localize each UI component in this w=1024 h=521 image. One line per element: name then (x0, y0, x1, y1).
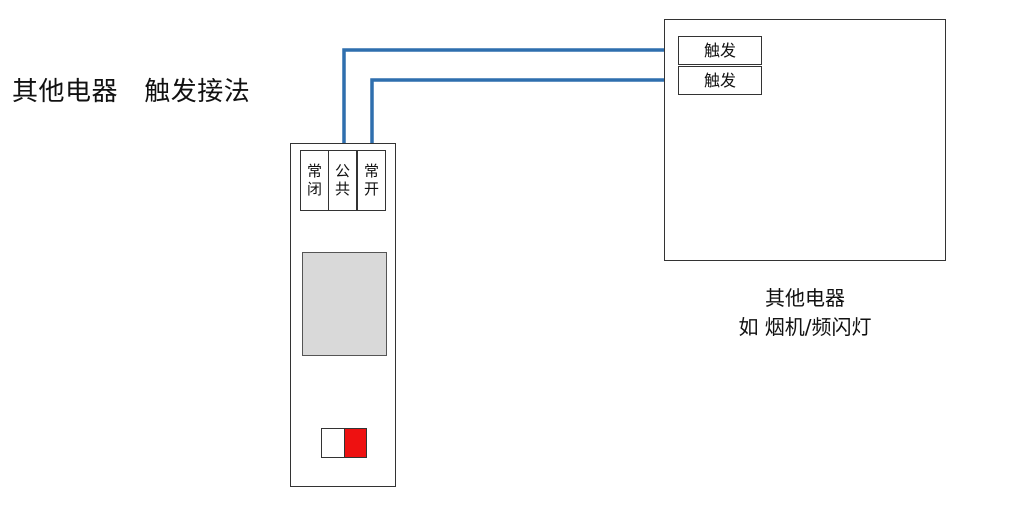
terminal-label: 常 (363, 162, 379, 180)
wire-normally-open-to-trigger-2 (370, 78, 679, 160)
terminal-label: 开 (363, 180, 379, 198)
switch-on-side (343, 429, 366, 457)
diagram-title: 其他电器 触发接法 (12, 77, 251, 107)
terminal-normally-closed: 常 闭 (300, 150, 329, 211)
trigger-terminal-1: 触发 (678, 36, 762, 65)
terminal-label: 共 (334, 180, 350, 198)
terminal-label: 常 (306, 162, 322, 180)
device-caption-line-1: 其他电器 (765, 286, 845, 310)
trigger-terminal-2: 触发 (678, 66, 762, 95)
wire-common-to-trigger-1 (342, 48, 679, 160)
switch-off-side (322, 429, 344, 457)
terminal-label: 闭 (306, 180, 322, 198)
relay-display-window (302, 252, 387, 356)
relay-toggle-switch (321, 428, 367, 458)
terminal-normally-open: 常 开 (357, 150, 386, 211)
terminal-label: 公 (334, 162, 350, 180)
terminal-common: 公 共 (328, 150, 357, 211)
device-caption: 其他电器 如 烟机/频闪灯 (664, 284, 946, 342)
device-caption-line-2: 如 烟机/频闪灯 (738, 315, 872, 339)
